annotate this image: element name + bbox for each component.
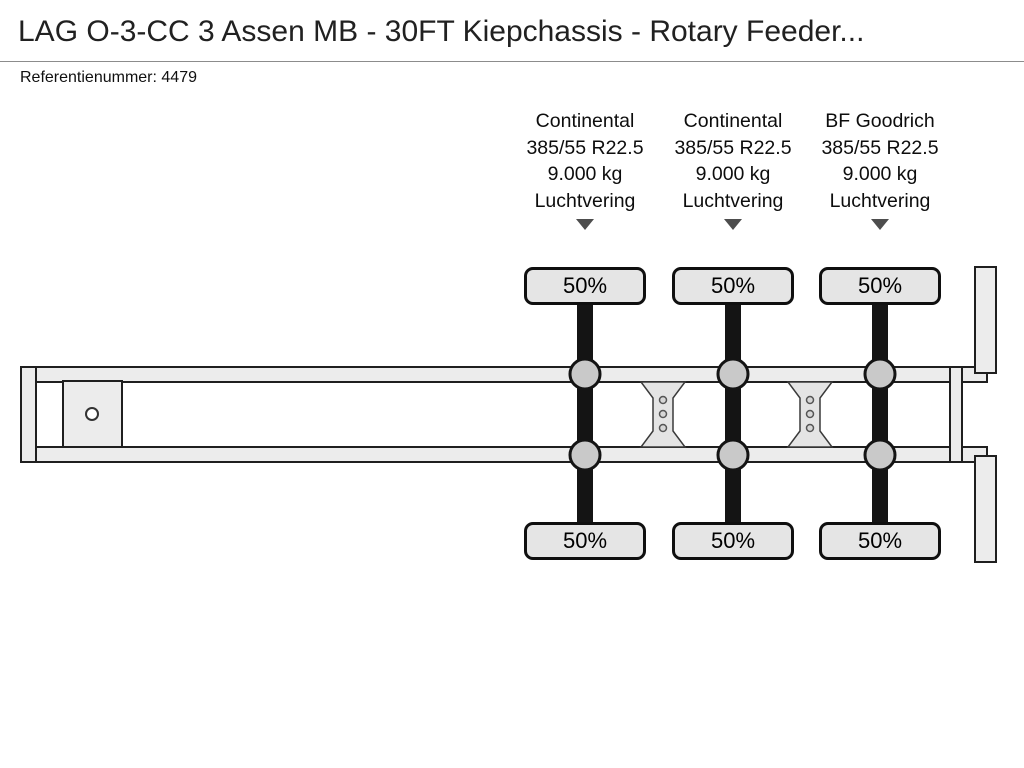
suspension-type: Luchtvering xyxy=(534,189,636,212)
kingpin-hole xyxy=(85,407,99,421)
axle-load-badge-bottom-1: 50% xyxy=(524,522,646,560)
wheel-hub xyxy=(716,438,750,472)
wheel-hub xyxy=(568,438,602,472)
reference-number: Referentienummer: 4479 xyxy=(20,69,197,86)
tire-brand: Continental xyxy=(683,110,783,132)
suspension-type: Luchtvering xyxy=(829,189,931,212)
axle-bar xyxy=(725,296,741,528)
axle-load: 9.000 kg xyxy=(695,163,771,185)
frame-bottom-rail xyxy=(20,446,988,463)
tire-size: 385/55 R22.5 xyxy=(821,136,939,159)
arrow-down-icon xyxy=(871,219,889,230)
axle-load-badge-top-2: 50% xyxy=(672,267,794,305)
frame-rear-cap xyxy=(949,366,963,463)
arrow-down-icon xyxy=(576,219,594,230)
tire-size: 385/55 R22.5 xyxy=(526,136,644,159)
axle-load-badge-bottom-2: 50% xyxy=(672,522,794,560)
wheel-hub xyxy=(863,357,897,391)
axle-load-badge-top-1: 50% xyxy=(524,267,646,305)
frame-front-cap xyxy=(20,366,37,463)
suspension-type: Luchtvering xyxy=(682,189,784,212)
tire-brand: BF Goodrich xyxy=(825,110,935,132)
arrow-down-icon xyxy=(724,219,742,230)
axle-1 xyxy=(568,296,602,528)
rear-top-plate xyxy=(974,266,997,374)
axle-bar xyxy=(577,296,593,528)
wheel-hub xyxy=(863,438,897,472)
axle-spec-column-3: BF Goodrich 385/55 R22.5 9.000 kg Luchtv… xyxy=(770,108,990,214)
axle-3 xyxy=(863,296,897,528)
tire-size: 385/55 R22.5 xyxy=(674,136,792,159)
axle-spec-column-2: Continental 385/55 R22.5 9.000 kg Luchtv… xyxy=(623,108,843,214)
axle-load-badge-bottom-3: 50% xyxy=(819,522,941,560)
tire-brand: Continental xyxy=(535,110,635,132)
axle-load: 9.000 kg xyxy=(547,163,623,185)
axle-spec-column-1: Continental 385/55 R22.5 9.000 kg Luchtv… xyxy=(475,108,695,214)
page-title: LAG O-3-CC 3 Assen MB - 30FT Kiepchassis… xyxy=(18,15,865,48)
wheel-hub xyxy=(568,357,602,391)
rear-bottom-plate xyxy=(974,455,997,563)
axle-load-badge-top-3: 50% xyxy=(819,267,941,305)
title-divider xyxy=(0,61,1024,62)
axle-bar xyxy=(872,296,888,528)
axle-load: 9.000 kg xyxy=(842,163,918,185)
frame-top-rail xyxy=(20,366,988,383)
axle-2 xyxy=(716,296,750,528)
cross-member-1 xyxy=(639,381,687,448)
cross-member-2 xyxy=(786,381,834,448)
wheel-hub xyxy=(716,357,750,391)
